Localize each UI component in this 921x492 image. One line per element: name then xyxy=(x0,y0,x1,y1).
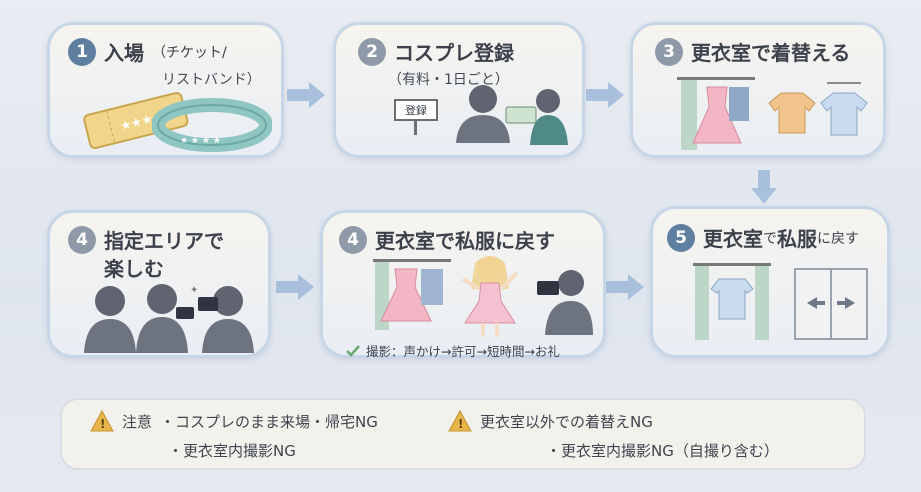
caution-notes: ! 注意 ・コスプレのまま来場・帰宅NG ! 更衣室以外での着替えNG ・更衣室… xyxy=(60,398,866,470)
registration-sign: 登録 xyxy=(394,99,438,121)
step-1-subline: リストバンド） xyxy=(162,72,261,88)
step-title-a: 更衣室 xyxy=(703,227,763,251)
tshirt-icon xyxy=(820,82,868,136)
arrow-right-icon xyxy=(287,82,325,108)
svg-text:!: ! xyxy=(100,417,105,431)
dress-icon xyxy=(677,77,755,150)
caution-row-1b: ! 更衣室以外での着替えNG xyxy=(448,410,653,432)
step-card-3: 3 更衣室で着替える xyxy=(630,22,886,158)
step-title-b: で xyxy=(763,230,777,247)
step-title-paren: （チケット/ xyxy=(152,44,227,61)
step-number: 1 xyxy=(68,37,96,66)
wristband-icon: ★ ★ ★ ★ xyxy=(152,98,272,152)
caution-text-b2: ・更衣室内撮影NG（自撮り含む） xyxy=(546,442,779,460)
arrow-right-icon xyxy=(606,274,644,300)
caution-row-2a: ・更衣室内撮影NG xyxy=(168,440,296,461)
step-number: 3 xyxy=(655,37,683,66)
step-title-text: 入場 xyxy=(104,41,144,65)
step-4-title: 4 指定エリアで xyxy=(68,225,224,254)
svg-text:★ ★ ★ ★: ★ ★ ★ ★ xyxy=(180,136,221,146)
step-card-1: 1 入場 （チケット/ リストバンド） ★★★ ★ ★ ★ ★ xyxy=(47,22,284,158)
check-icon xyxy=(346,344,360,357)
caution-row-2b: ・更衣室内撮影NG（自撮り含む） xyxy=(546,440,779,461)
step-4b-title: 4 更衣室で私服に戻す xyxy=(339,225,555,254)
warning-icon: ! xyxy=(90,410,114,432)
ticket-icon: ★★★ xyxy=(83,91,189,150)
caution-text-2: ・更衣室内撮影NG xyxy=(168,442,296,460)
step-card-4-return: 4 更衣室で私服に戻す 撮影：声かけ→許可→短時間→お礼 xyxy=(320,210,606,360)
arrow-right-icon xyxy=(276,274,314,300)
caution-text-b1: 更衣室以外での着替えNG xyxy=(480,412,653,431)
step-title-c: 私服 xyxy=(777,227,817,251)
step-number: 5 xyxy=(667,223,695,252)
caution-label: 注意 xyxy=(122,412,153,431)
staff-person-icon xyxy=(505,89,568,145)
step-title-text: 更衣室で着替える xyxy=(691,41,851,65)
svg-text:!: ! xyxy=(458,417,463,431)
arrow-down-icon xyxy=(751,170,777,204)
step-1-title: 1 入場 （チケット/ xyxy=(68,37,227,66)
caution-row-1a: ! 注意 ・コスプレのまま来場・帰宅NG xyxy=(90,410,378,432)
cosplayer-illustration xyxy=(461,256,519,337)
door-icon xyxy=(794,268,868,340)
arrow-right-icon xyxy=(586,82,624,108)
step-card-2: 2 コスプレ登録 （有料・1日ごと） 登録 xyxy=(333,22,585,158)
svg-text:✦: ✦ xyxy=(190,285,198,296)
camera-icon xyxy=(537,270,593,335)
photographers-illustration: ✦ xyxy=(84,284,254,353)
caution-text-1: ・コスプレのまま来場・帰宅NG xyxy=(160,412,378,431)
dress-icon xyxy=(373,259,451,330)
step-card-4-enjoy: 4 指定エリアで 楽しむ ✦ xyxy=(47,210,271,358)
step-2-title: 2 コスプレ登録 xyxy=(358,37,514,66)
step-2-subline: （有料・1日ごと） xyxy=(388,72,509,88)
sign-label: 登録 xyxy=(405,104,427,117)
step-title-text: 更衣室で私服に戻す xyxy=(375,229,555,253)
step-number: 4 xyxy=(68,225,96,254)
warning-icon: ! xyxy=(448,410,472,432)
step-3-title: 3 更衣室で着替える xyxy=(655,37,850,66)
step-5-title: 5 更衣室で私服に戻す xyxy=(667,223,859,252)
shirt-icon xyxy=(768,92,816,134)
step-4-title-line2: 楽しむ xyxy=(104,257,164,281)
step-title-line1: 指定エリアで xyxy=(104,229,224,253)
step-card-5: 5 更衣室で私服に戻す xyxy=(650,206,890,358)
step-title-d: に戻す xyxy=(817,230,859,247)
step-number: 4 xyxy=(339,225,367,254)
person-icon xyxy=(456,85,510,143)
step-title-text: コスプレ登録 xyxy=(394,41,514,65)
fitting-room-curtain-icon xyxy=(693,263,771,340)
step-number: 2 xyxy=(358,37,386,66)
photo-etiquette-caption: 撮影：声かけ→許可→短時間→お礼 xyxy=(345,341,560,360)
